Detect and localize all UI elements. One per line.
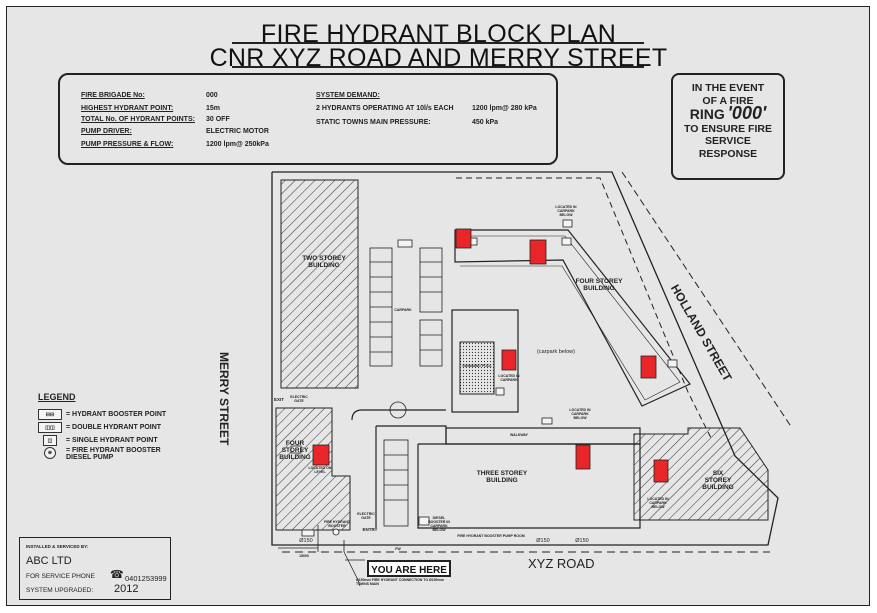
legend-item: ◫◫ = DOUBLE HYDRANT POINT [38, 421, 218, 434]
diesel-pump-note: DIESEL BOOSTER IN CARPARK BELOW [428, 516, 450, 532]
highest-point-value: 15m [206, 105, 221, 112]
located-level-label: LOCATED ON LEVEL [308, 466, 332, 474]
driveway [351, 409, 446, 421]
two-storey-building [280, 179, 359, 389]
hydrants-operating-value: 1200 lpm@ 280 kPa [472, 105, 537, 112]
pump-pressure-value: 1200 lpm@ 250kPa [206, 141, 269, 148]
static-pressure-label: STATIC TOWNS MAIN PRESSURE: [316, 119, 431, 126]
carpark-bays [369, 247, 443, 527]
electric-gate-label: ELECTRIC GATE [290, 395, 308, 403]
double-hydrant-icon: ◫◫ [38, 422, 62, 433]
pump-room-label: FIRE HYDRANT BOOSTER PUMP ROOM [457, 534, 525, 538]
site-boundary [271, 171, 779, 546]
notice-ring: RING [689, 106, 725, 122]
hydrant-marker [653, 459, 669, 483]
you-are-here-marker: YOU ARE HERE [367, 560, 451, 577]
four-storey-right-label: FOUR STOREY BUILDING [575, 278, 623, 292]
hydrant-marker [312, 444, 330, 466]
company-name: ABC LTD [26, 555, 72, 567]
notice-line-5: RESPONSE [698, 147, 758, 160]
emergency-notice: IN THE EVENT OF A FIRE RING '000' TO ENS… [671, 73, 785, 180]
fw-marker: FW [395, 547, 401, 551]
electric-gate-label-2: ELECTRIC GATE [357, 512, 375, 520]
system-info-panel: FIRE BRIGADE No: 000 HIGHEST HYDRANT POI… [58, 73, 558, 165]
hydrant-marker [455, 228, 472, 249]
located-carpark-label-2: LOCATED IN CARPARK BELOW [569, 408, 591, 420]
installer-panel: INSTALLED & SERVICED BY: ABC LTD FOR SER… [19, 537, 171, 600]
walkway-label: WALKWAY [510, 433, 528, 437]
three-storey-building [417, 443, 641, 529]
located-carpark-label-1: LOCATED IN CARPARK BELOW [555, 205, 577, 217]
four-storey-right-building [454, 229, 691, 407]
upgraded-label: SYSTEM UPGRADED: [26, 587, 94, 594]
three-storey-label: THREE STOREY BUILDING [476, 470, 528, 484]
phone-number: 0401253999 [125, 574, 167, 583]
hydrants-operating-label: 2 HYDRANTS OPERATING AT 10l/s EACH [316, 105, 454, 112]
six-storey-label: SIX STOREY BUILDING [702, 470, 734, 491]
highest-point-label: HIGHEST HYDRANT POINT: [81, 105, 174, 112]
upgrade-year: 2012 [114, 583, 139, 595]
total-points-value: 30 OFF [206, 116, 230, 123]
located-carpark-label-3: LOCATED IN CARPARK BELOW [647, 497, 669, 509]
legend-title: LEGEND [38, 392, 76, 402]
static-pressure-value: 450 kPa [472, 119, 499, 126]
exit-label: EXIT [273, 397, 284, 402]
booster-label: FIRE HYDRANT BOOSTER [323, 520, 351, 528]
pump-driver-label: PUMP DRIVER: [81, 128, 132, 135]
system-demand-label: SYSTEM DEMAND: [316, 92, 380, 99]
hydrant-marker [640, 355, 657, 379]
pipe-dia-left: Ø150 [299, 538, 313, 544]
four-storey-left-label: FOUR STOREY BUILDING [279, 440, 311, 461]
fire-brigade-label: FIRE BRIGADE No: [81, 92, 145, 99]
pump-pressure-label: PUMP PRESSURE & FLOW: [81, 141, 174, 148]
notice-line-3: TO ENSURE FIRE [684, 122, 772, 135]
swimming-pool [459, 341, 495, 395]
booster-point-icon: ⊟⊟ [38, 409, 62, 420]
hydrant-marker [501, 349, 517, 371]
title-divider [232, 42, 644, 44]
pipe-dia-small: Ø150 [536, 538, 550, 544]
legend: LEGEND ⊟⊟ = HYDRANT BOOSTER POINT ◫◫ = D… [38, 392, 218, 469]
notice-number: '000' [727, 103, 767, 123]
carpark-label: CARPARK [394, 308, 412, 312]
four-storey-left-building [275, 407, 351, 531]
notice-line-1: IN THE EVENT [691, 82, 765, 94]
installed-label: INSTALLED & SERVICED BY: [26, 544, 89, 549]
legend-item: ⊟⊟ = HYDRANT BOOSTER POINT [38, 408, 218, 421]
carpark-below-label: (carpark below) [537, 349, 575, 355]
diesel-pump-icon: ⊕ [44, 447, 56, 459]
subtitle-divider [232, 66, 644, 68]
hydrant-marker [575, 444, 591, 470]
connection-note: Ø150mm FIRE HYDRANT CONNECTION TO Ø150mm… [356, 578, 444, 586]
total-points-label: TOTAL No. OF HYDRANT POINTS: [81, 116, 195, 123]
merry-street-label: MERRY STREET [217, 352, 231, 446]
main-length: 15000 [299, 554, 309, 558]
holland-street-kerb [621, 171, 793, 429]
fire-brigade-value: 000 [206, 92, 218, 99]
two-storey-label: TWO STOREY BUILDING [302, 255, 346, 269]
single-hydrant-icon: ◫ [43, 435, 57, 446]
swimming-pool-label: SWIMMING POOL [462, 364, 492, 368]
phone-icon: ☎ [110, 569, 124, 581]
notice-line-2: OF A FIRE [702, 94, 754, 107]
notice-line-4: SERVICE [705, 135, 751, 147]
legend-item: ◫ = SINGLE HYDRANT POINT [38, 434, 218, 447]
located-in-carpark-label: LOCATED IN CARPARK [498, 374, 520, 382]
pump-driver-value: ELECTRIC MOTOR [206, 128, 269, 135]
hydrant-marker [529, 239, 547, 265]
inner-boundary [456, 177, 713, 441]
six-storey-building [633, 427, 769, 521]
phone-label: FOR SERVICE PHONE [26, 573, 95, 580]
walkway [445, 427, 641, 445]
pipe-dia-right: Ø150 [575, 538, 589, 544]
pool-enclosure [451, 309, 519, 413]
xyz-road-label: XYZ ROAD [528, 556, 595, 571]
entry-label: ENTRY [362, 527, 378, 532]
